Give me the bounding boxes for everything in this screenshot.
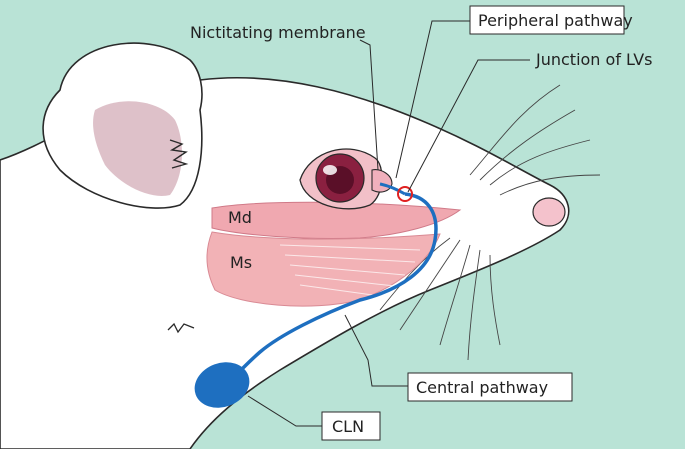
eye-highlight: [323, 165, 337, 175]
muscle-striations: [279, 244, 421, 297]
central-pathway-vessel: [230, 192, 438, 380]
md-label: Md: [228, 208, 252, 227]
cln-node: [194, 362, 250, 408]
peripheral-pathway-label: Peripheral pathway: [478, 11, 633, 30]
central-pathway-label: Central pathway: [416, 378, 548, 397]
muscle-ms: [206, 231, 441, 307]
peripheral-label-box: [469, 5, 625, 35]
whiskers: [379, 84, 601, 361]
chin-fold: [167, 322, 195, 334]
central-label-box: [407, 372, 573, 402]
mouse-ear-inner: [93, 101, 182, 196]
junction-of-lvs-label: Junction of LVs: [535, 50, 652, 69]
junction-of-lvs-marker: [397, 186, 413, 202]
muscle-md: [211, 201, 462, 239]
leader-lines: [247, 20, 530, 427]
peripheral-pathway-vessel: [379, 182, 406, 196]
ear-fold: [169, 139, 189, 169]
cln-label-box: [321, 411, 381, 441]
nictitating-membrane-label: Nictitating membrane: [190, 23, 366, 42]
ms-label: Ms: [230, 253, 252, 272]
cln-label: CLN: [332, 417, 364, 436]
mouse-nose: [532, 197, 566, 227]
